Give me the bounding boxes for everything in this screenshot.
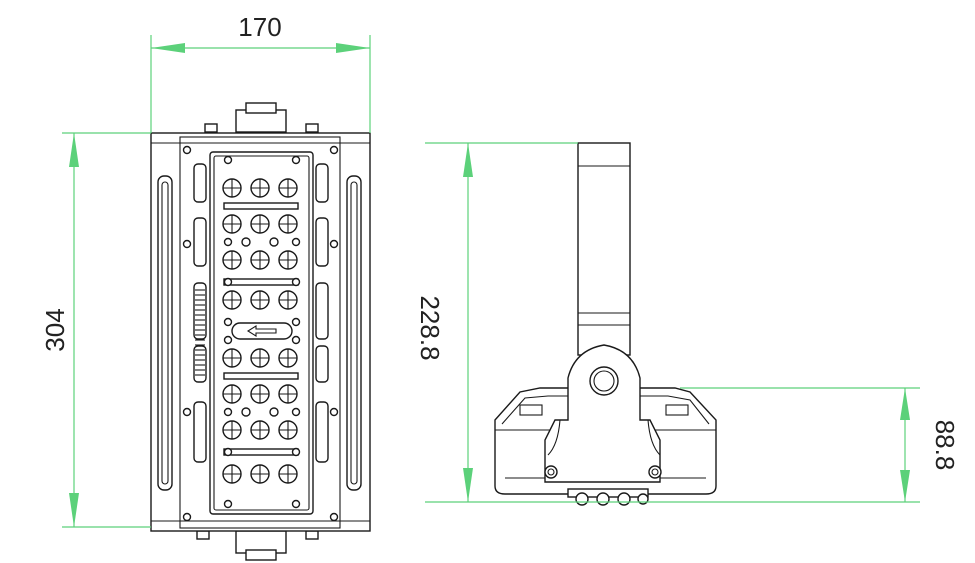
screw — [291, 237, 301, 247]
dimension-side-height: 228.8 — [415, 142, 716, 503]
side-view — [494, 142, 717, 506]
side-yoke — [544, 344, 661, 483]
dimension-housing-height-label: 88.8 — [930, 420, 960, 471]
yoke-screws — [544, 465, 662, 479]
top-mount-bracket — [204, 102, 319, 133]
mount-hole — [241, 237, 251, 247]
screw — [291, 447, 301, 457]
screw — [291, 155, 301, 165]
frame-screw — [329, 512, 339, 522]
screw — [291, 277, 301, 287]
panel-screws — [182, 145, 339, 522]
screw — [223, 407, 233, 417]
screw — [291, 407, 301, 417]
bottom-mount-bracket — [196, 530, 319, 561]
dimension-front-height: 304 — [40, 132, 151, 528]
dimension-side-height-label: 228.8 — [415, 295, 445, 360]
mount-hole — [269, 407, 279, 417]
frame-screw — [182, 407, 192, 417]
mount-pole — [577, 142, 631, 356]
screw — [223, 155, 233, 165]
screw — [223, 499, 233, 509]
dimension-width-label: 170 — [238, 12, 281, 42]
side-clips — [193, 163, 329, 463]
separator-bar — [223, 202, 299, 210]
separator-bar — [223, 372, 299, 380]
dimension-housing-height: 88.8 — [680, 387, 960, 503]
mount-hole — [269, 237, 279, 247]
screw — [291, 317, 301, 327]
right-heatsink — [346, 175, 362, 491]
screw — [223, 277, 233, 287]
mount-hole — [241, 407, 251, 417]
led-lens-grid — [222, 178, 298, 484]
left-heatsink — [157, 175, 173, 491]
frame-screw — [329, 145, 339, 155]
frame-screw — [182, 512, 192, 522]
separator-bar — [223, 448, 299, 456]
frame-screw — [182, 145, 192, 155]
frame-screw — [329, 407, 339, 417]
dimension-width: 170 — [150, 12, 371, 133]
screw — [223, 335, 233, 345]
front-view — [150, 102, 371, 561]
dimension-front-height-label: 304 — [40, 308, 70, 351]
direction-arrow-plate — [231, 322, 293, 340]
screw — [291, 335, 301, 345]
screw — [223, 447, 233, 457]
screw — [291, 499, 301, 509]
screw — [223, 237, 233, 247]
frame-screw — [182, 239, 192, 249]
screw — [223, 317, 233, 327]
separator-bar — [223, 278, 299, 286]
frame-screw — [329, 239, 339, 249]
